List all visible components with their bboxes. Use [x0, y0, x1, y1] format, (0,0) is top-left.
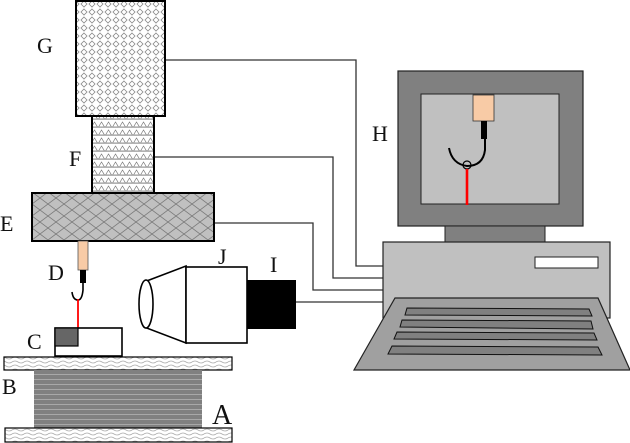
drive-slot: [534, 256, 599, 269]
screen-hook-icon: [448, 139, 486, 168]
label-f: F: [69, 146, 81, 171]
label-b: B: [2, 374, 17, 399]
lens-icon: [138, 279, 154, 329]
component-e-stage: [31, 192, 215, 242]
component-a-stage: [3, 356, 233, 443]
bottom-plate: [4, 427, 233, 443]
isolation-stack: [34, 370, 202, 428]
keyboard-row: [404, 307, 593, 317]
screen-probe-rod: [472, 94, 495, 122]
probe-connector: [80, 270, 86, 283]
component-j-camera: [138, 264, 248, 345]
wire-e-to-h: [214, 222, 383, 291]
component-d-probe: [71, 240, 89, 329]
label-c: C: [27, 329, 42, 354]
monitor-stand: [444, 225, 546, 243]
label-i: I: [270, 252, 277, 277]
component-f-actuator: [91, 115, 155, 194]
label-g: G: [37, 33, 53, 58]
component-i-sensor: [247, 280, 296, 329]
wire-f-to-h: [154, 156, 383, 279]
keyboard-row: [399, 319, 594, 330]
component-b-top-plate: [3, 356, 233, 371]
component-c-holder: [54, 327, 123, 357]
component-g-motor: [75, 0, 166, 117]
keyboard-row: [393, 331, 598, 341]
label-j: J: [218, 244, 227, 269]
label-e: E: [0, 211, 13, 236]
wires: [154, 59, 383, 303]
hook-icon: [71, 283, 84, 301]
keyboard-row: [387, 345, 603, 356]
sample-block: [54, 327, 79, 347]
probe-rod: [77, 240, 89, 271]
wire-g-to-h: [165, 59, 383, 267]
label-h: H: [372, 121, 388, 146]
screen-connector: [481, 121, 487, 139]
label-a: A: [212, 400, 233, 431]
label-d: D: [48, 260, 64, 285]
component-h-computer: [352, 70, 630, 371]
